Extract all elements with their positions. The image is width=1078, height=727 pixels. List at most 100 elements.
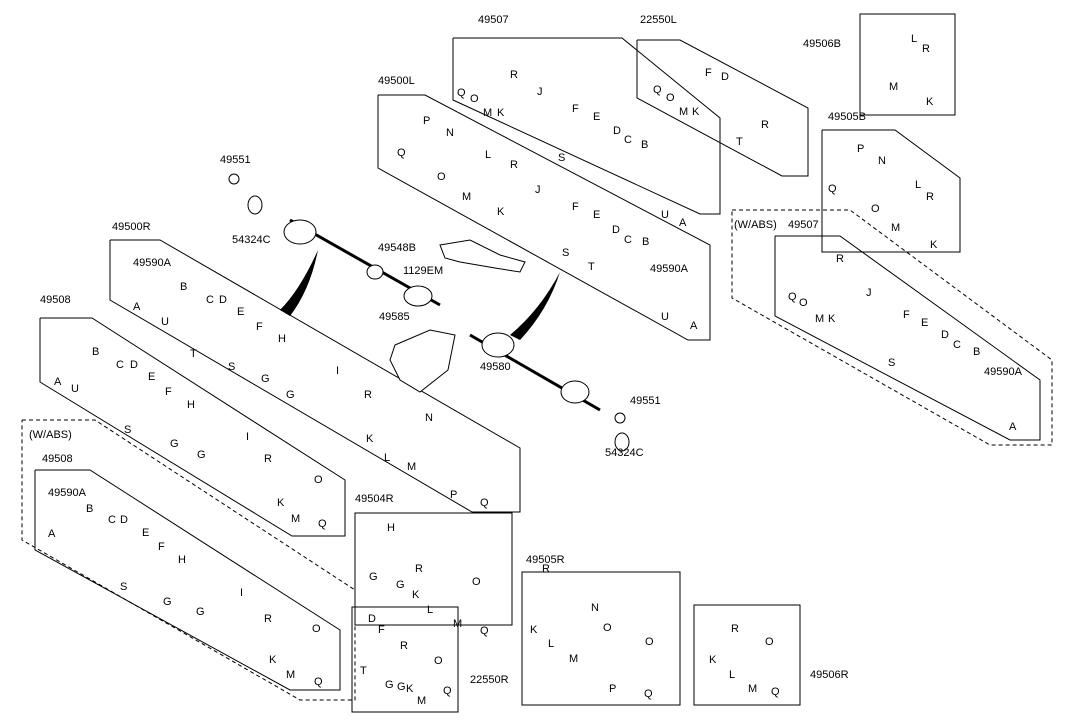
part-letter: Q [644,688,653,700]
central-assemblies [228,173,630,452]
part-letter: P [450,489,457,501]
part-letter: P [609,683,616,695]
part-letter: K [828,313,836,325]
part-number-callout: 22550R [470,674,509,686]
part-letter: G [170,438,179,450]
part-letter: C [953,339,961,351]
panel-22550R [351,606,459,713]
inner-joint [403,285,433,307]
panel-49507-abs [774,235,1041,441]
part-letter: O [470,93,479,105]
part-number-callout: 49508 [40,294,71,306]
part-letter: E [593,209,600,221]
part-letter: R [364,389,372,401]
part-letter: K [269,654,277,666]
part-letter: O [312,623,321,635]
part-letter: L [485,149,491,161]
part-letter: Q [480,497,489,509]
panel-49500R [109,239,521,513]
part-letter: D [130,359,138,371]
part-letter: E [237,306,244,318]
part-letter: R [415,563,423,575]
part-letter: M [679,106,688,118]
part-number-callout: 49548B [378,242,416,254]
part-letter: U [71,383,79,395]
part-letter: R [264,613,272,625]
part-letter: O [765,636,774,648]
part-letter: J [537,86,543,98]
part-letter: M [891,222,900,234]
part-letter: M [417,695,426,707]
part-letter: D [612,224,620,236]
part-letter: S [562,247,569,259]
part-letter: H [187,399,195,411]
part-letter: N [446,127,454,139]
part-letter: O [799,297,808,309]
outer-boot-right [560,380,590,404]
part-letter: Q [397,147,406,159]
part-letter: C [624,134,632,146]
panel-49508 [39,317,346,537]
part-number-callout: 49551 [630,395,661,407]
part-number-callout: 49590A [984,366,1023,378]
part-letter: G [369,571,378,583]
part-letter: P [857,143,864,155]
part-letter: M [291,513,300,525]
part-number-callout: 49500R [112,221,151,233]
part-number-callout: 49551 [220,154,251,166]
part-letter: T [360,665,367,677]
part-letter: T [190,348,197,360]
part-letter: Q [828,183,837,195]
part-letter: S [888,357,895,369]
part-letter: K [709,654,717,666]
part-letter: D [613,125,621,137]
part-letter: A [690,320,698,332]
part-letter: U [661,209,669,221]
part-letter: H [178,554,186,566]
part-number-callout: (W/ABS) [734,219,777,231]
part-letter: D [219,294,227,306]
part-number-callout: 1129EM [403,265,443,277]
part-letter: F [158,541,165,553]
part-letter: U [161,316,169,328]
part-letter: O [434,655,443,667]
part-letter: M [286,669,295,681]
part-letter: I [240,587,243,599]
part-number-callout: 54324C [605,447,644,459]
bracket-49585 [389,329,456,393]
part-letter: D [368,613,376,625]
part-letter: Q [771,686,780,698]
part-letter: A [54,376,62,388]
part-number-callout: 49506B [803,38,841,50]
part-letter: B [641,139,648,151]
part-letter: Q [318,518,327,530]
part-letter: S [558,152,565,164]
part-letter: M [453,618,462,630]
part-letter: C [116,359,124,371]
part-letter: R [510,69,518,81]
arrow-left [280,250,318,316]
part-letter: Q [788,291,797,303]
part-letter: F [903,309,910,321]
part-letter: M [483,107,492,119]
part-letter: O [472,576,481,588]
part-letter: O [871,203,880,215]
part-letter: R [761,119,769,131]
part-letter: B [973,346,980,358]
part-letter: F [378,624,385,636]
part-letter: G [396,579,405,591]
part-letter: H [278,333,286,345]
part-letter: L [915,179,921,191]
part-letter: M [569,653,578,665]
part-letter: L [911,33,917,45]
part-number-callout: (W/ABS) [29,429,72,441]
bracket-49548B [439,239,526,273]
part-letter: Q [457,87,466,99]
part-number-callout: 49580 [480,361,511,373]
part-letter: O [666,92,675,104]
part-letter: A [133,301,141,313]
part-letter: E [142,527,149,539]
panel-49506B [859,13,956,116]
